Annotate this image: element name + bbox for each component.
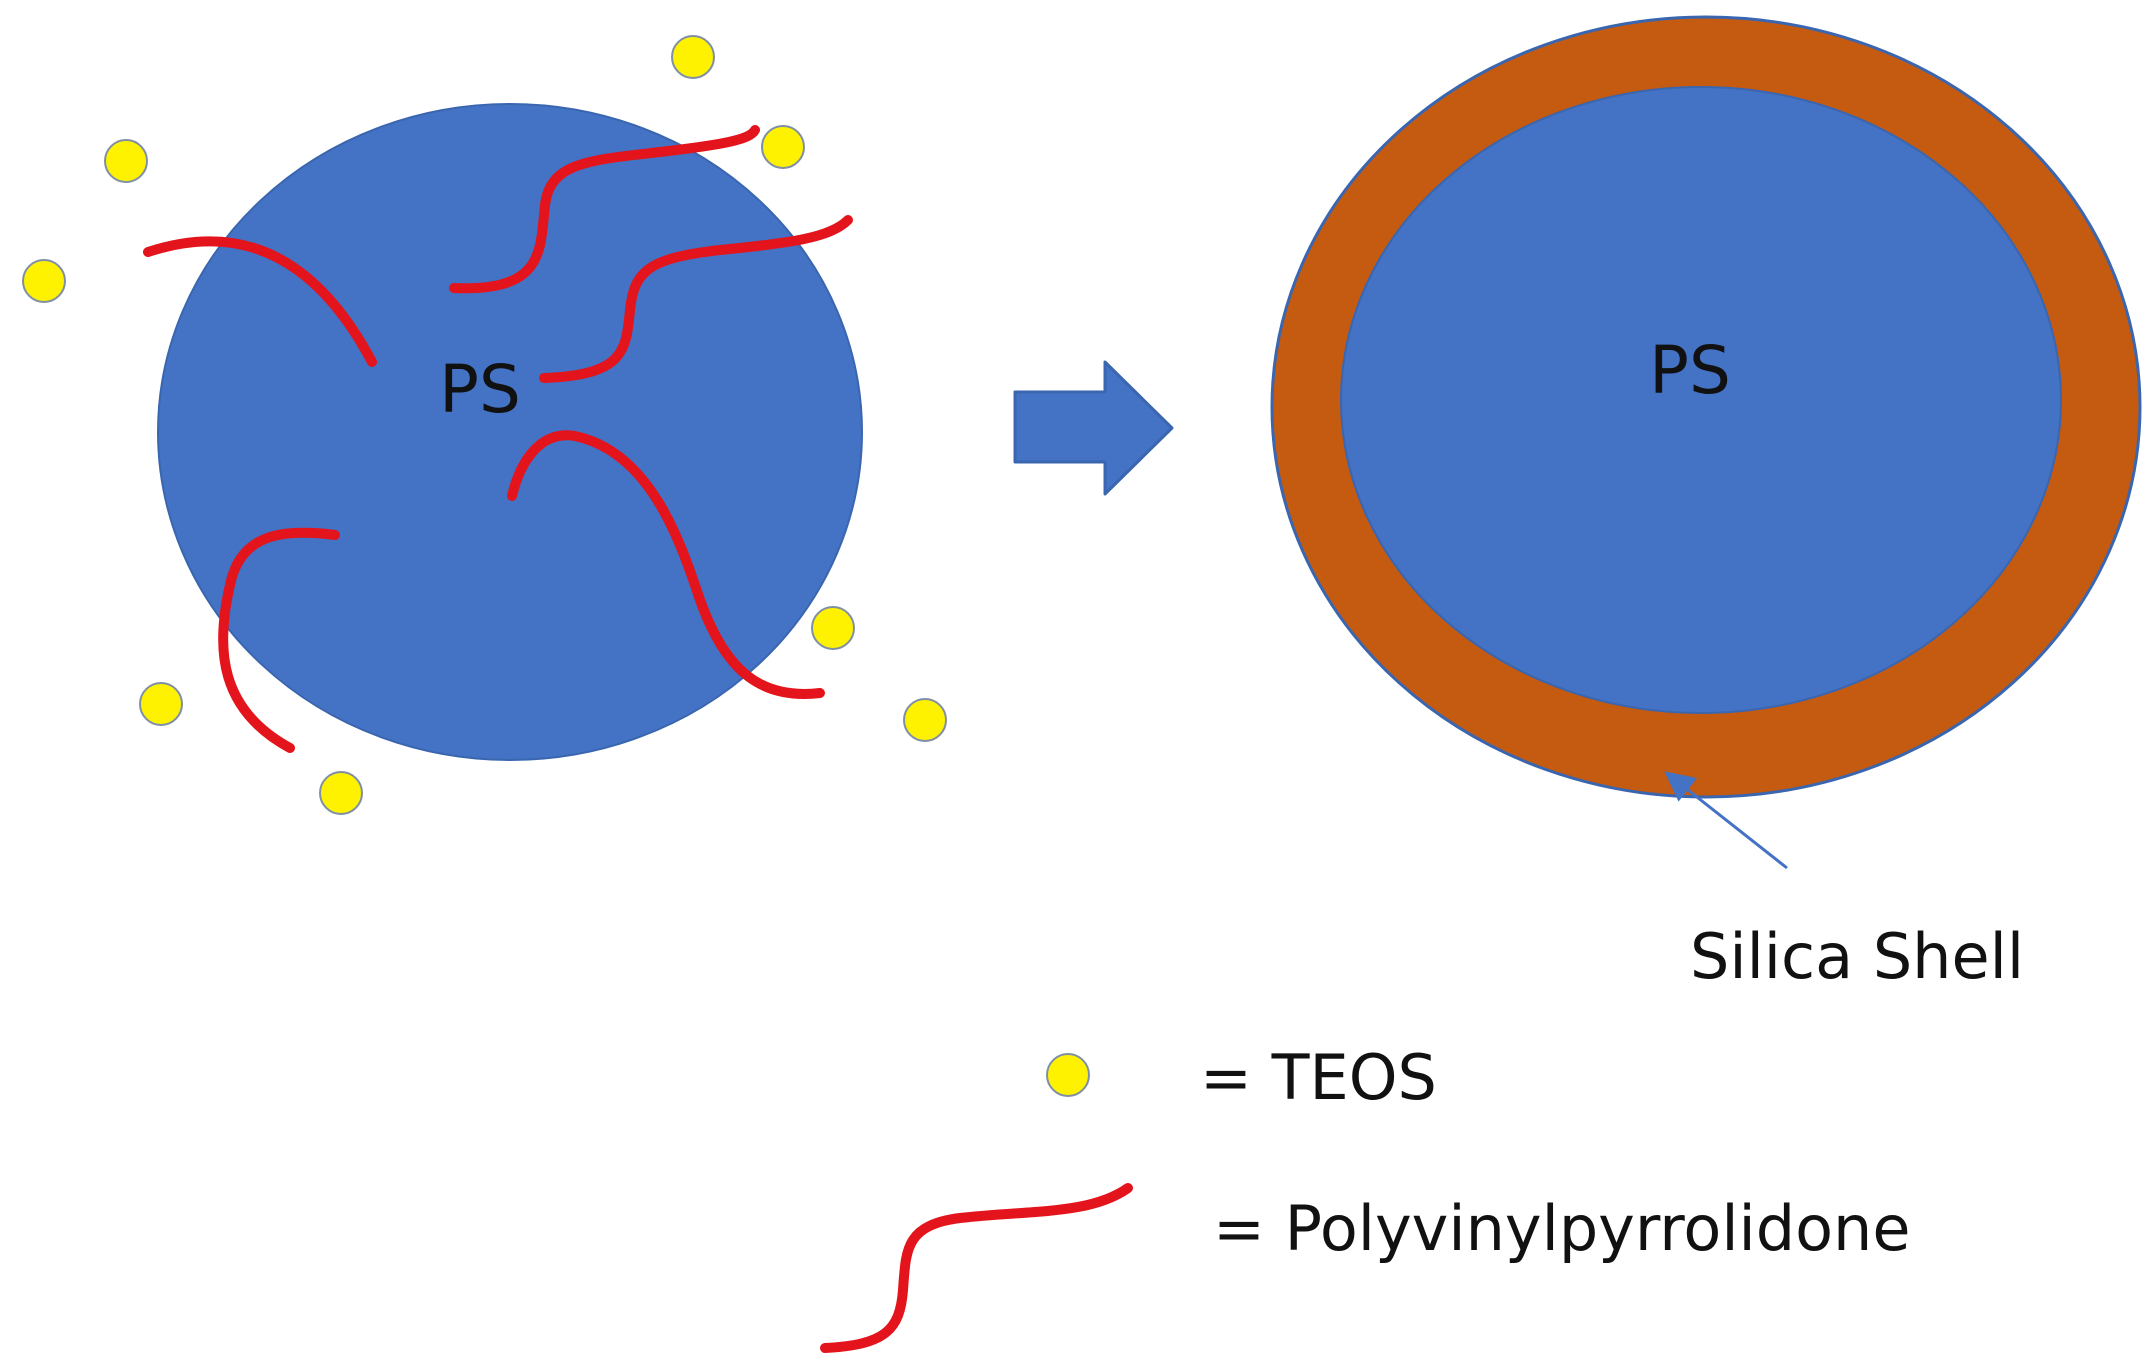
pvp-chain	[507, 430, 825, 699]
legend-teos-label: = TEOS	[1200, 1041, 1437, 1114]
teos-dot	[671, 35, 715, 79]
pvp-chains-left	[143, 125, 853, 753]
teos-dot	[811, 606, 855, 650]
legend-pvp-label: = Polyvinylpyrrolidone	[1213, 1192, 1911, 1265]
pvp-chain	[143, 236, 377, 367]
teos-dot	[903, 698, 947, 742]
silica-shell-label: Silica Shell	[1690, 920, 2024, 993]
left-particle: PS	[22, 35, 947, 815]
right-block-arrow-icon	[1013, 360, 1174, 496]
ps-label-right: PS	[1649, 332, 1731, 409]
teos-molecules-left	[22, 35, 947, 815]
pvp-chain	[218, 527, 340, 753]
teos-dot	[761, 125, 805, 169]
teos-dot	[104, 139, 148, 183]
ps-core-left	[157, 103, 863, 761]
ps-core-right	[1340, 86, 2062, 714]
teos-dot	[139, 682, 183, 726]
ps-label-left: PS	[439, 351, 521, 428]
teos-dot	[22, 259, 66, 303]
pvp-chain	[449, 125, 760, 294]
legend-pvp-icon	[820, 1183, 1133, 1353]
legend-teos-icon	[1046, 1053, 1090, 1097]
teos-dot	[319, 771, 363, 815]
right-particle: PS Silica Shell	[1270, 15, 2142, 993]
legend: = TEOS = Polyvinylpyrrolidone	[820, 1041, 1911, 1353]
pvp-chain	[539, 215, 853, 383]
transition	[1013, 360, 1174, 496]
silica-shell-pointer-arrow	[1664, 771, 1788, 870]
